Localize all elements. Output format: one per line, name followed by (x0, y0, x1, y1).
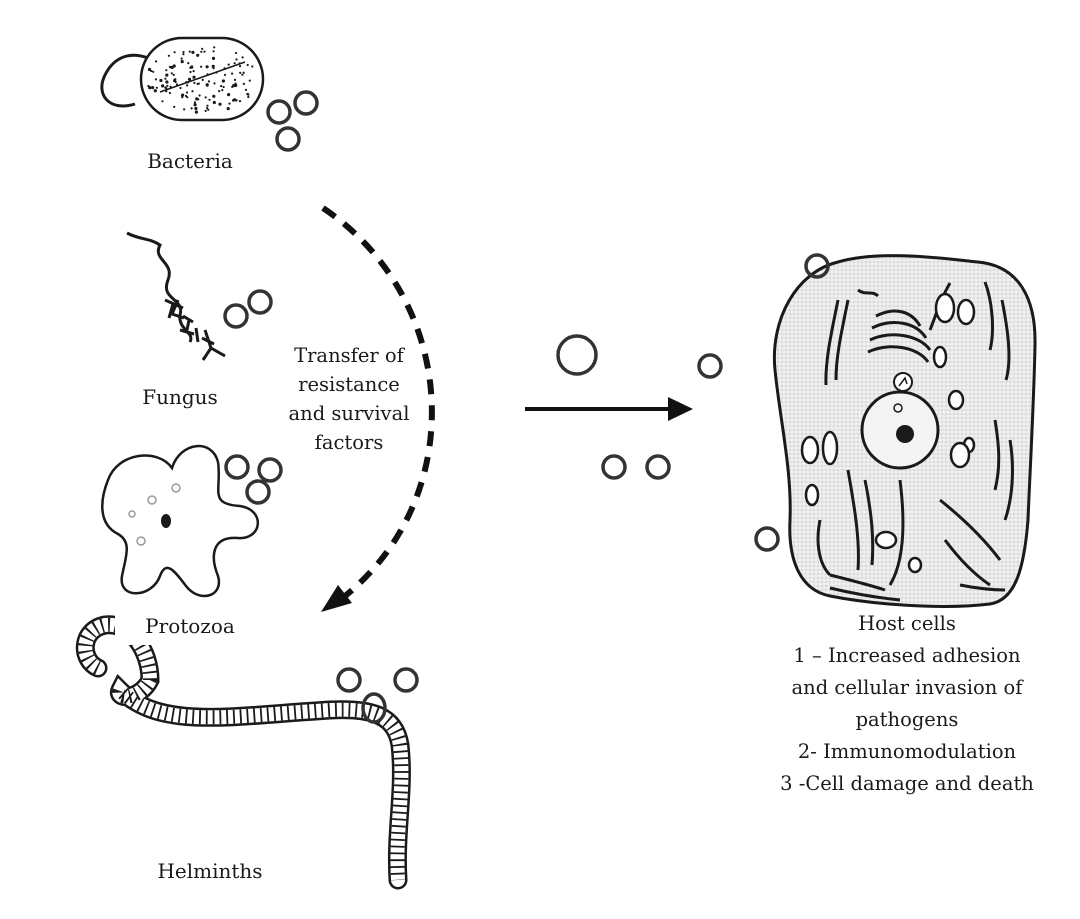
host-effect-line-1: 1 – Increased adhesion (742, 640, 1072, 672)
fungus-icon (127, 233, 225, 360)
label-transfer-line-2: resistance (285, 370, 413, 399)
protozoa-icon (102, 446, 258, 596)
label-transfer-line-3: and survival (285, 399, 413, 428)
host-cells-caption: Host cells 1 – Increased adhesion and ce… (742, 608, 1072, 778)
label-transfer: Transfer of resistance and survival fact… (285, 341, 413, 461)
host-effect-line-2: and cellular invasion of (742, 672, 1072, 704)
protozoa-vesicles (226, 456, 281, 503)
bacteria-icon (102, 38, 263, 120)
host-cell-icon (774, 256, 1035, 607)
right-arrow (525, 397, 693, 421)
label-fungus: Fungus (120, 378, 240, 416)
label-helminths: Helminths (130, 852, 290, 890)
fungus-vesicles (225, 291, 271, 327)
bacteria-vesicles (268, 92, 317, 150)
host-effect-line-4: 2- Immunomodulation (742, 736, 1072, 768)
host-effect-line-5: 3 -Cell damage and death (742, 768, 1072, 800)
helminths-icon (85, 625, 401, 880)
label-transfer-line-4: factors (285, 428, 413, 457)
host-effect-line-3: pathogens (742, 704, 1072, 736)
label-protozoa: Protozoa (115, 607, 265, 645)
label-transfer-line-1: Transfer of (285, 341, 413, 370)
label-bacteria: Bacteria (120, 142, 260, 180)
host-cells-title: Host cells (742, 608, 1072, 640)
